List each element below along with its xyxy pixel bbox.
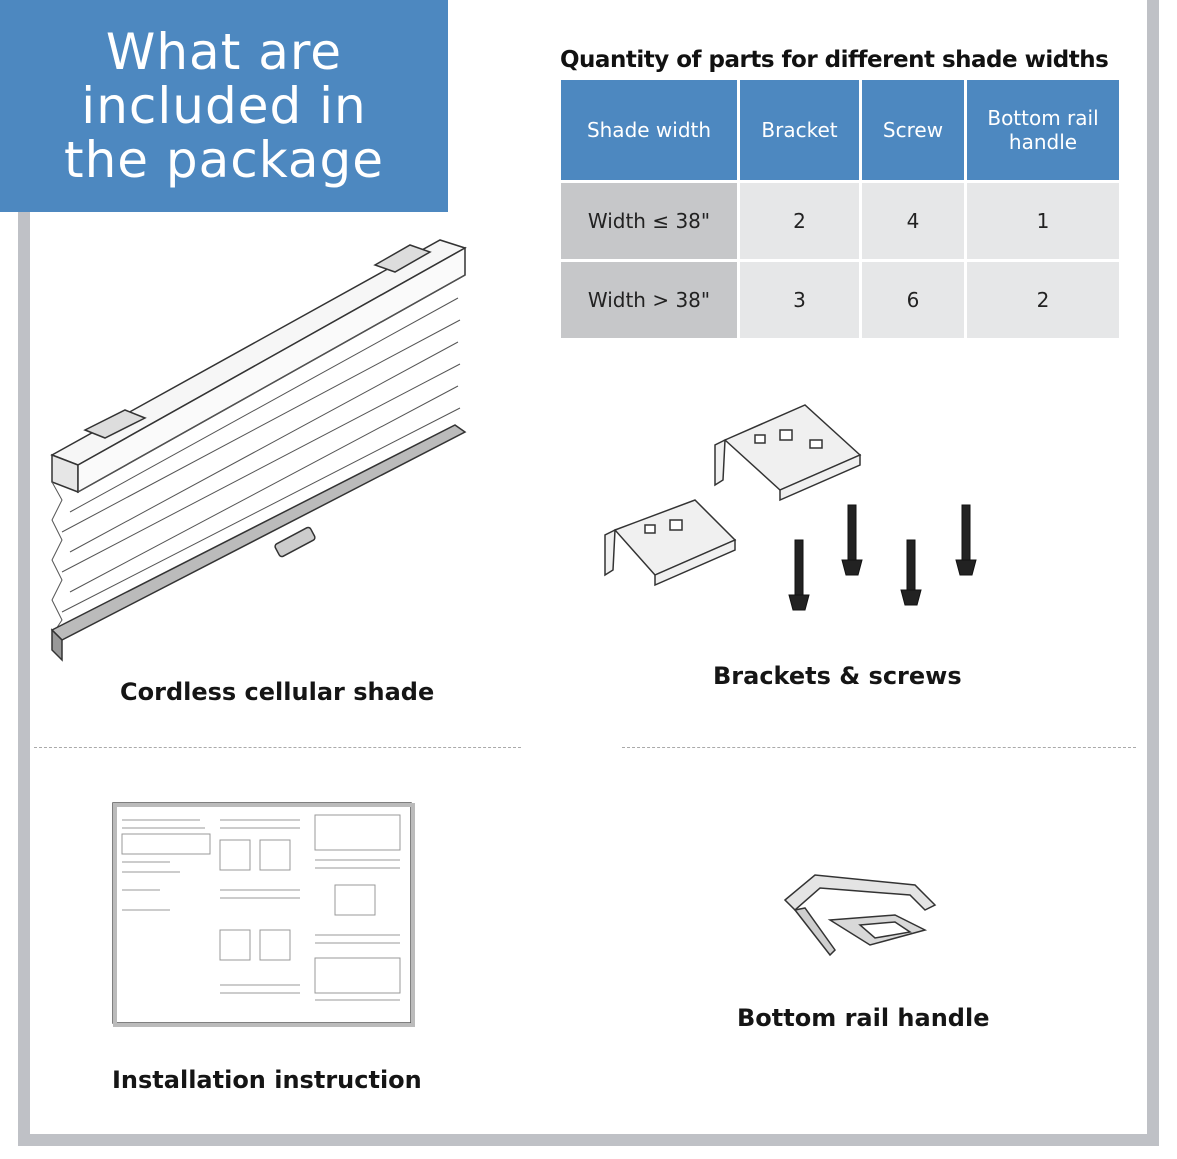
header-bracket: Bracket [740, 80, 859, 180]
page-title: What are included in the package [63, 23, 385, 189]
bracket-icon [714, 404, 862, 502]
brackets-and-screws-illustration [604, 404, 977, 611]
table-cell: 2 [740, 183, 859, 259]
table-caption: Quantity of parts for different shade wi… [560, 47, 1109, 73]
cellular-shade-illustration [50, 239, 467, 662]
header-bottom-rail-handle: Bottom rail handle [967, 80, 1119, 180]
instruction-label: Installation instruction [112, 1066, 422, 1094]
header-shade-width: Shade width [561, 80, 737, 180]
table-row: Width > 38" 3 6 2 [561, 262, 1119, 338]
shade-label: Cordless cellular shade [120, 678, 435, 706]
rail-handle-icon [783, 874, 937, 957]
table-cell: Width > 38" [561, 262, 737, 338]
screw-icon [788, 539, 810, 611]
table-header-row: Shade width Bracket Screw Bottom rail ha… [561, 80, 1119, 180]
divider-left [34, 747, 521, 748]
page-frame [18, 0, 1159, 1146]
brackets-label: Brackets & screws [713, 662, 962, 690]
table-cell: Width ≤ 38" [561, 183, 737, 259]
screw-icon [955, 504, 977, 576]
divider-right [622, 747, 1136, 748]
screw-icon [841, 504, 863, 576]
instruction-sheet-icon [112, 802, 415, 1027]
title-banner: What are included in the package [0, 0, 448, 212]
table-cell: 1 [967, 183, 1119, 259]
table-cell: 2 [967, 262, 1119, 338]
table-cell: 6 [862, 262, 964, 338]
bracket-icon [604, 499, 737, 587]
screw-icon [900, 539, 922, 606]
table-row: Width ≤ 38" 2 4 1 [561, 183, 1119, 259]
handle-label: Bottom rail handle [737, 1004, 990, 1032]
table-cell: 3 [740, 262, 859, 338]
header-screw: Screw [862, 80, 964, 180]
table-cell: 4 [862, 183, 964, 259]
parts-table: Shade width Bracket Screw Bottom rail ha… [558, 77, 1122, 341]
